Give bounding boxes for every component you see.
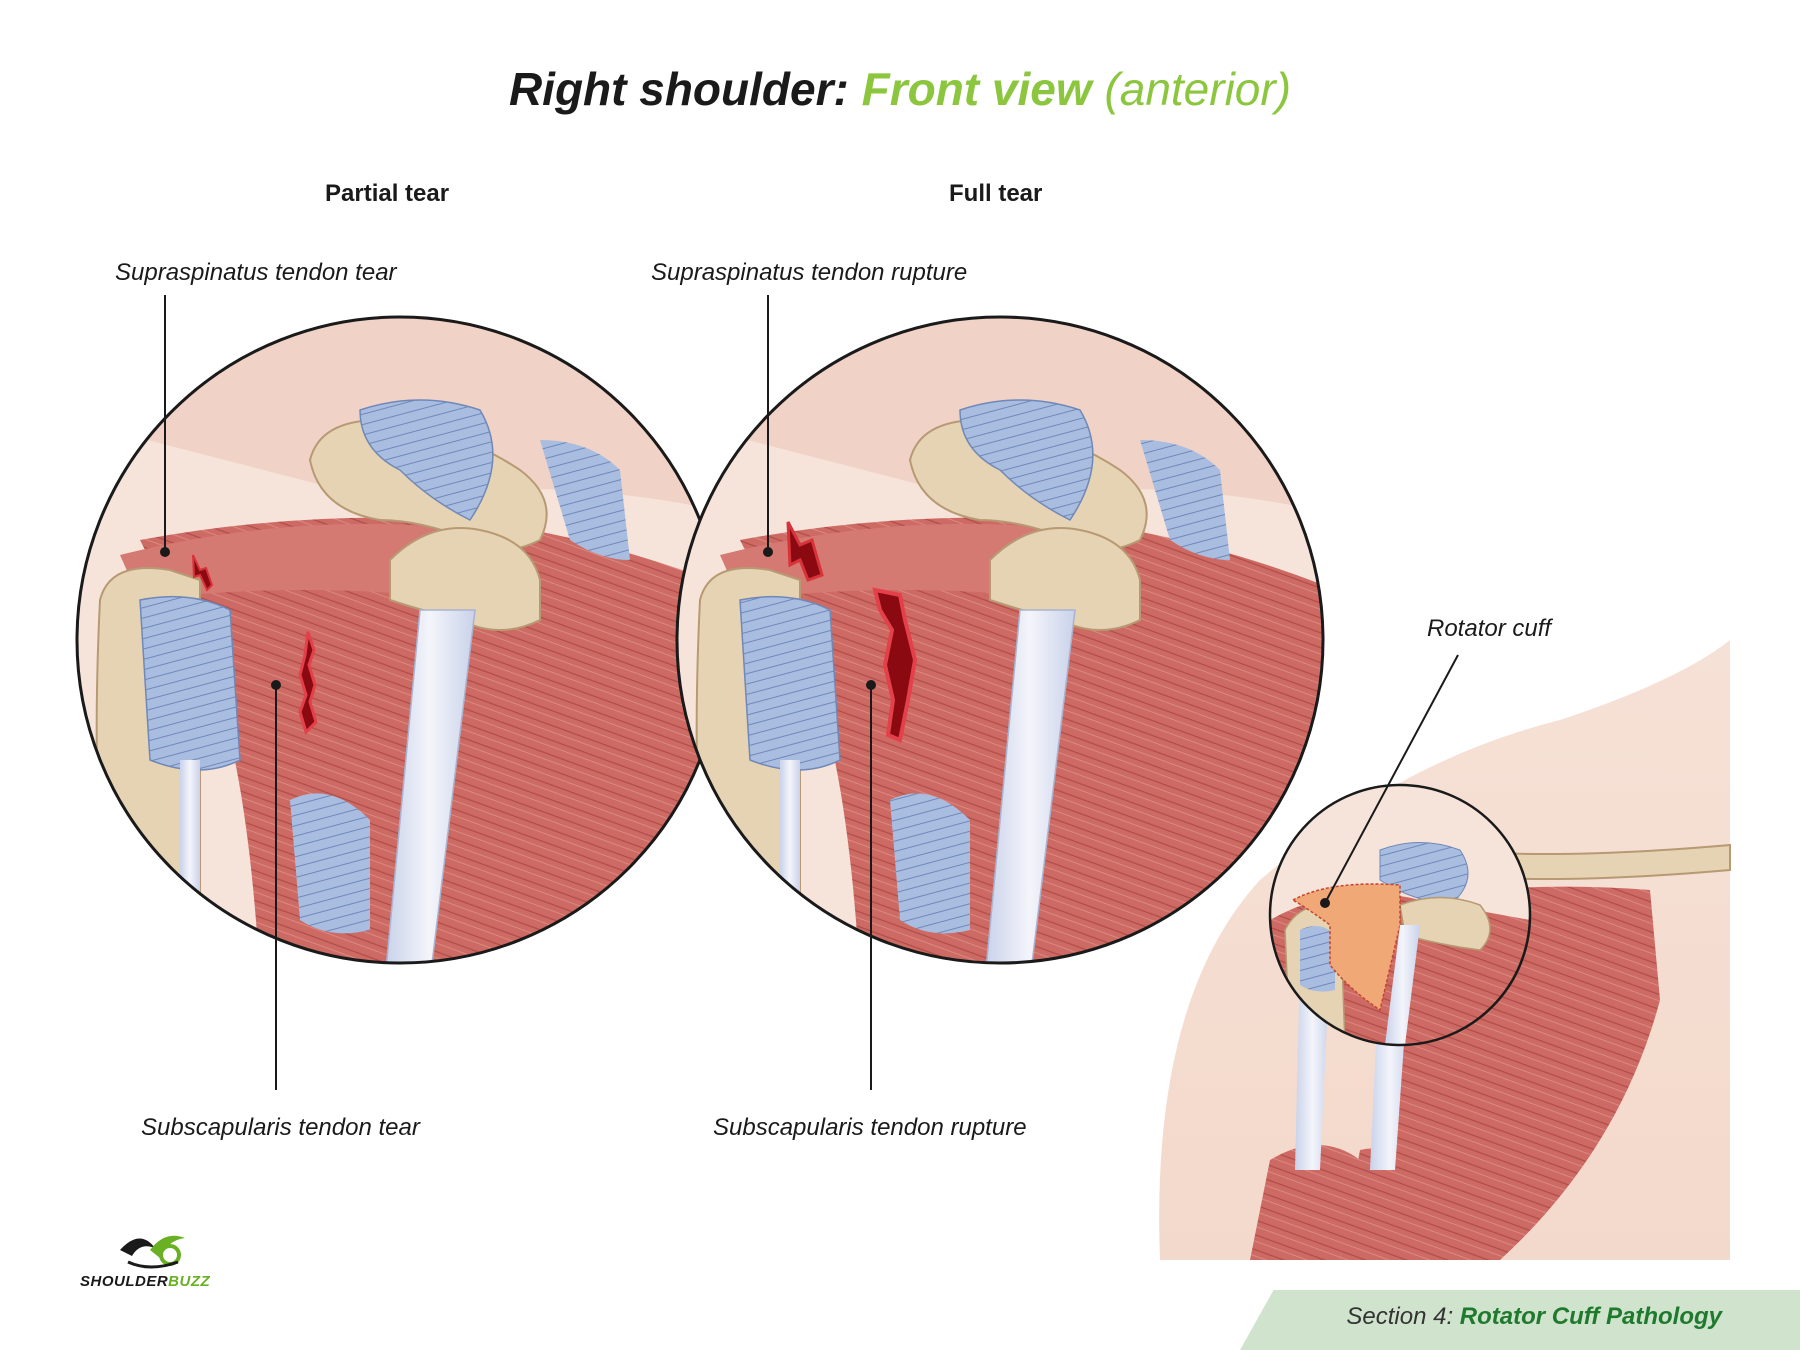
rotator-cuff-label: Rotator cuff [1427,615,1552,642]
supraspinatus-rupture-dot [763,547,773,557]
shoulder-overview [1159,640,1731,1260]
subscapularis-rupture-dot [866,680,876,690]
full-tear-circle [675,315,1325,965]
subscapularis-tear-label: Subscapularis tendon tear [141,1114,420,1141]
title-part-3: (anterior) [1104,63,1292,115]
footer-section-title: Section 4: Rotator Cuff Pathology [1346,1303,1722,1331]
title-part-1: Right shoulder [508,63,834,115]
shoulderbuzz-logo-text: SHOULDERBUZZ [80,1273,210,1290]
footer-band [1240,1290,1800,1350]
supraspinatus-tear-dot [160,547,170,557]
supraspinatus-rupture-label: Supraspinatus tendon rupture [651,259,968,286]
rotator-cuff-leader [1324,654,1459,904]
logo-word-1: SHOULDER [80,1273,169,1290]
footer-prefix: Section 4: [1346,1303,1454,1330]
page-title: Right shoulder: Front view (anterior) [0,62,1800,116]
supraspinatus-tear-label: Supraspinatus tendon tear [115,259,397,286]
rotator-cuff-highlight [1291,883,1401,1012]
full-tear-heading: Full tear [949,180,1043,207]
subscapularis-rupture-label: Subscapularis tendon rupture [713,1114,1027,1141]
subscapularis-tear-dot [271,680,281,690]
partial-tear-heading: Partial tear [325,180,450,207]
partial-tear-circle [75,315,725,965]
rotator-cuff-zoom-circle [1268,783,1532,1047]
title-colon: : [833,63,849,115]
rotator-cuff-dot [1320,898,1330,908]
shoulderbuzz-logo-icon [120,1235,185,1269]
title-part-2: Front view [861,63,1092,115]
logo-word-2: BUZZ [168,1273,211,1290]
footer-section-name: Rotator Cuff Pathology [1459,1303,1722,1330]
